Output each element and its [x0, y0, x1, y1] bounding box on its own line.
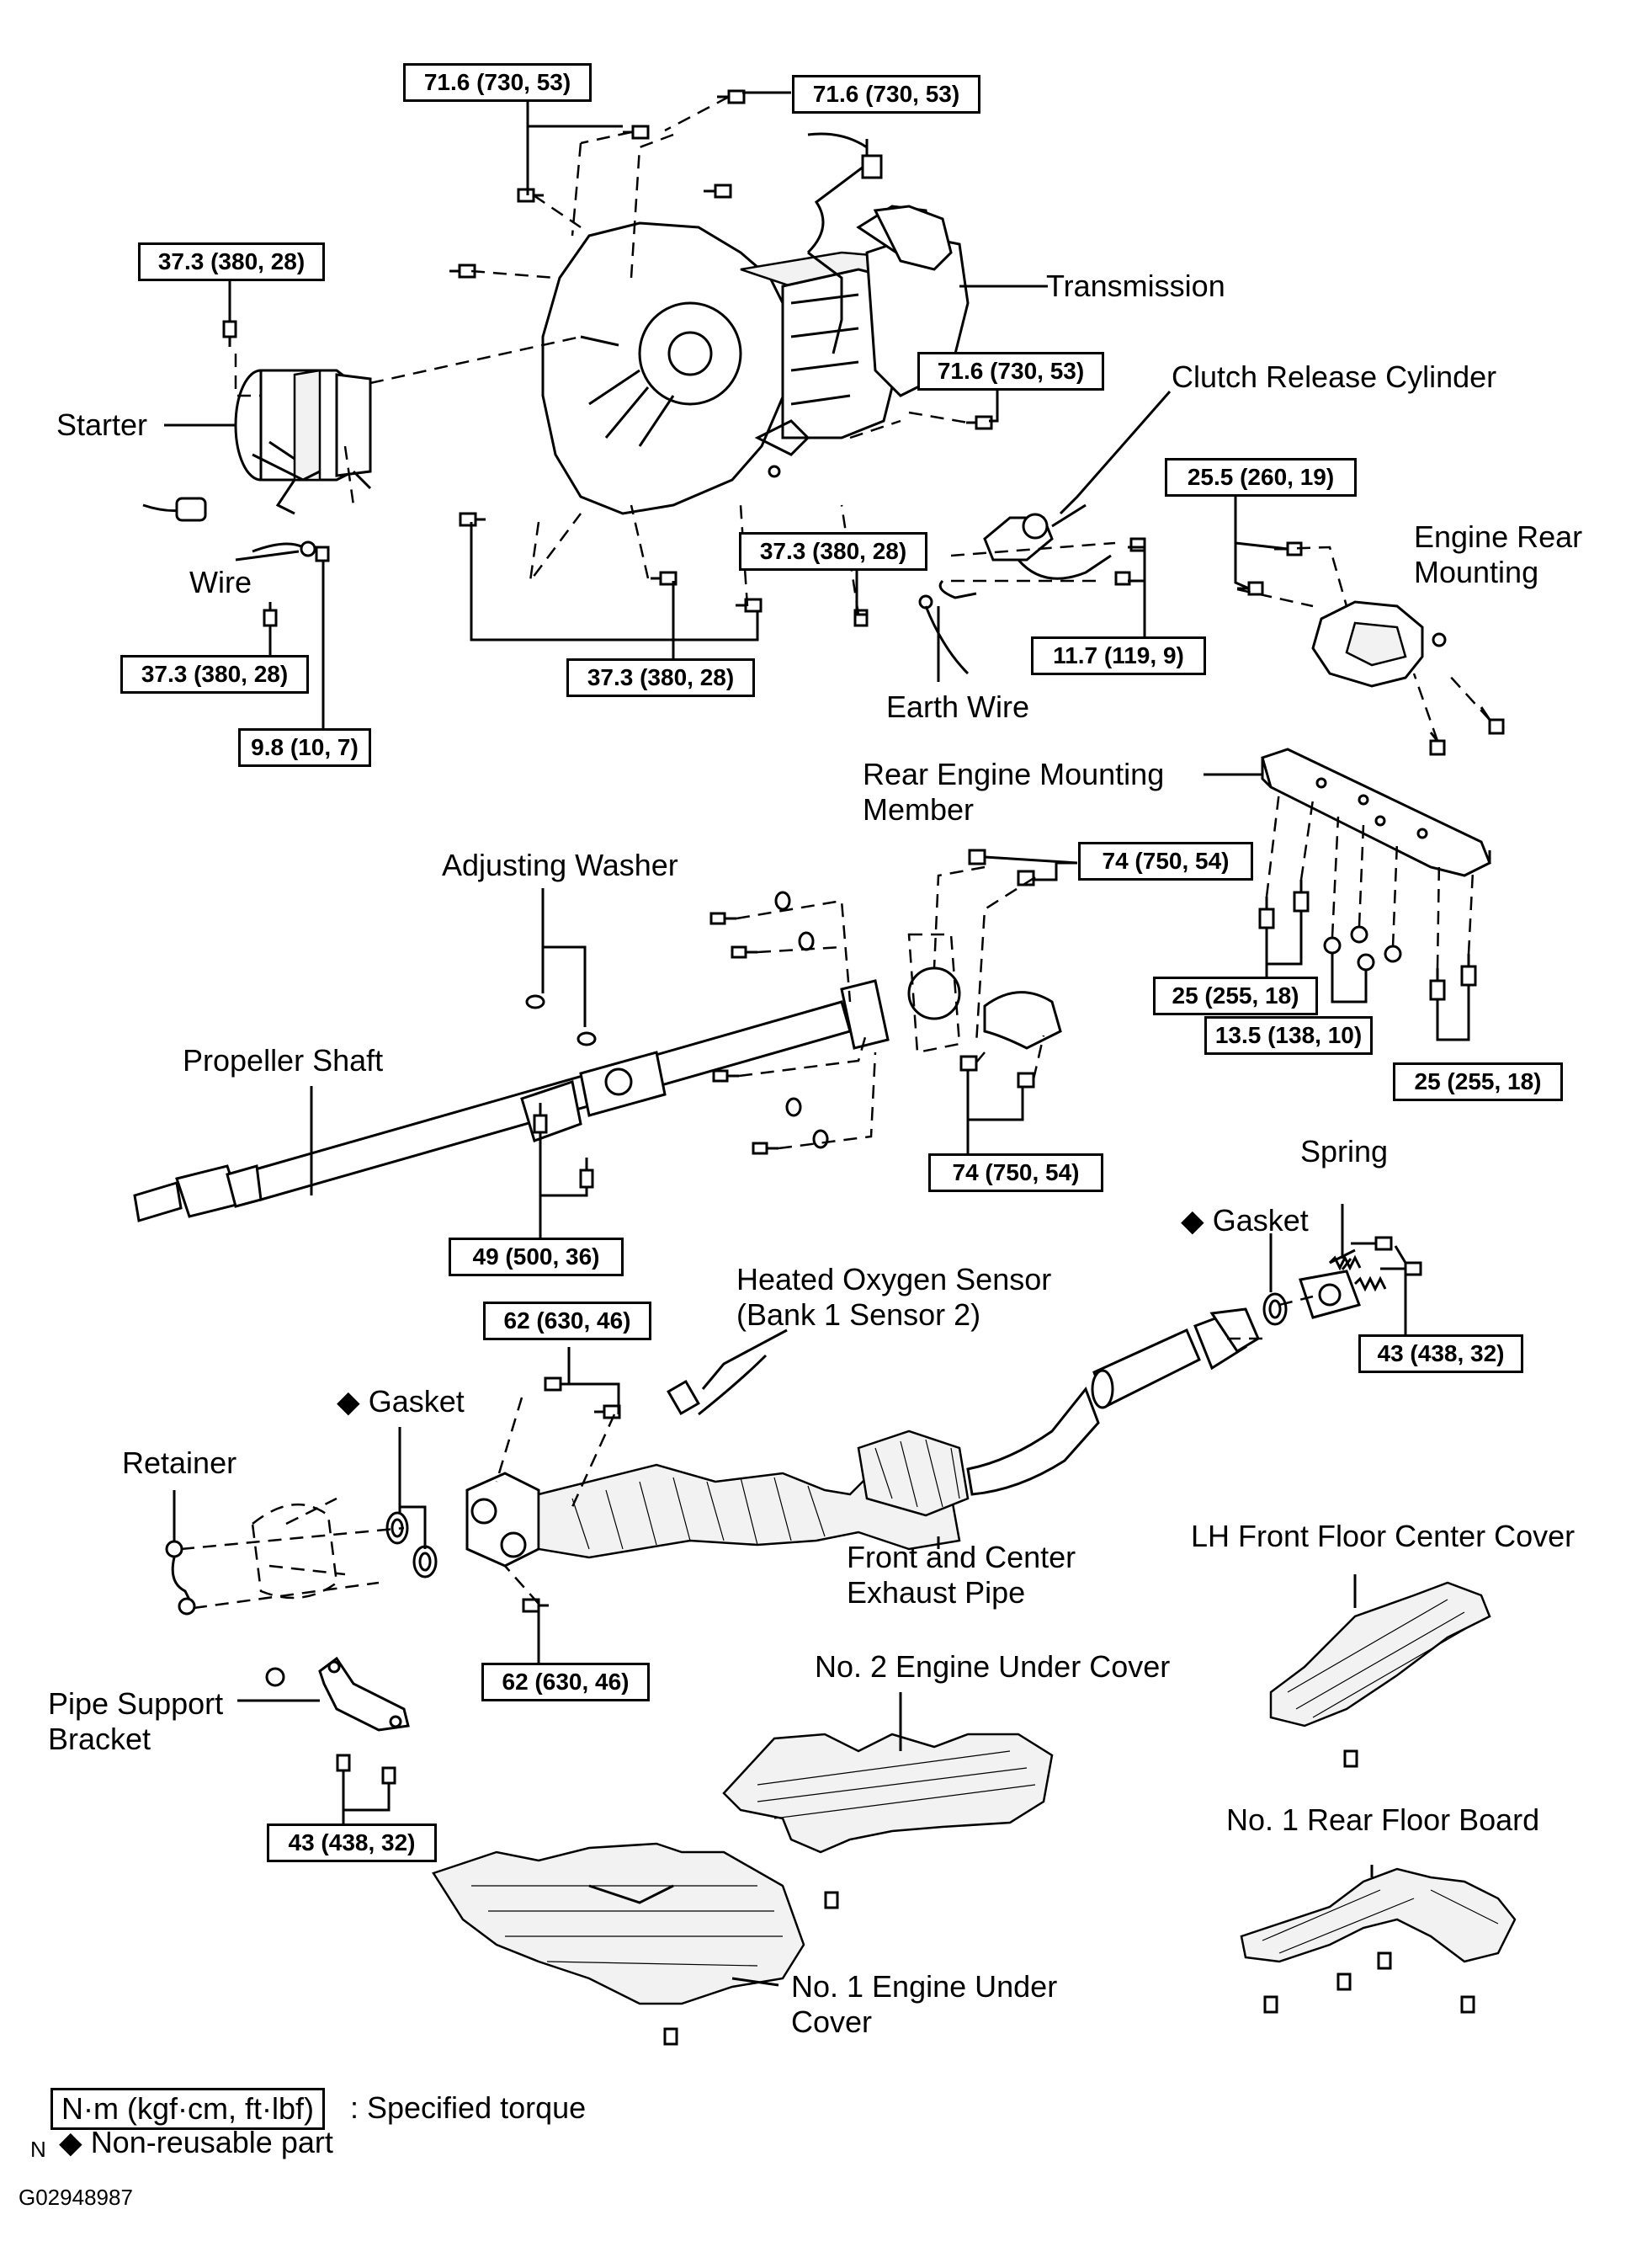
propeller-shaft-drawing	[133, 933, 1062, 1222]
torque-top-right: 71.6 (730, 53)	[792, 75, 980, 114]
legend-non-reusable: ◆Non-reusable part	[59, 2125, 333, 2159]
label-rear-engine-mounting-member-1: Rear Engine Mounting	[863, 757, 1165, 791]
legend-unit-box: N·m (kgf·cm, ft·lbf)	[50, 2088, 325, 2130]
torque-member-bottom: 74 (750, 54)	[928, 1153, 1103, 1192]
torque-starter-bottom: 37.3 (380, 28)	[120, 655, 309, 694]
label-front-center-exhaust-pipe-2: Exhaust Pipe	[847, 1575, 1026, 1610]
torque-pipe-support-bracket: 43 (438, 32)	[267, 1823, 437, 1862]
label-starter: Starter	[56, 407, 148, 442]
label-no1-engine-under-cover-2: Cover	[791, 2004, 873, 2039]
exhaust-pipe-drawing	[465, 1307, 1260, 1568]
label-no1-engine-under-cover-1: No. 1 Engine Under	[791, 1969, 1058, 2004]
no1-rear-floor-board-drawing	[1240, 1867, 1517, 1963]
label-engine-rear-mounting-2: Mounting	[1414, 555, 1539, 589]
torque-member-c: 25 (255, 18)	[1393, 1062, 1563, 1101]
rear-engine-mounting-member-drawing	[1261, 748, 1491, 877]
assembly-dashed-lines	[180, 95, 1490, 1610]
transmission-drawing	[541, 132, 970, 515]
label-gasket-right: ◆Gasket	[1181, 1203, 1309, 1238]
figure-id: G02948987	[19, 2185, 133, 2210]
label-transmission: Transmission	[1046, 269, 1225, 303]
label-wire: Wire	[189, 565, 252, 599]
torque-propeller-shaft: 49 (500, 36)	[449, 1238, 624, 1276]
starter-drawing	[142, 369, 372, 557]
torque-wire: 9.8 (10, 7)	[238, 728, 371, 767]
label-heated-oxygen-sensor-2: (Bank 1 Sensor 2)	[736, 1297, 981, 1332]
torque-engine-mount: 25.5 (260, 19)	[1165, 458, 1357, 497]
no1-engine-under-cover-drawing	[432, 1842, 805, 2005]
torque-member-top: 74 (750, 54)	[1078, 842, 1253, 881]
legend-unit-description: : Specified torque	[350, 2090, 587, 2125]
label-lh-front-floor-center-cover: LH Front Floor Center Cover	[1191, 1519, 1576, 1553]
pipe-support-bracket-drawing	[265, 1656, 410, 1732]
label-heated-oxygen-sensor-1: Heated Oxygen Sensor	[736, 1262, 1052, 1296]
label-engine-rear-mounting-1: Engine Rear	[1414, 519, 1583, 554]
label-retainer: Retainer	[122, 1445, 237, 1480]
label-gasket-left: ◆Gasket	[337, 1384, 465, 1419]
label-propeller-shaft: Propeller Shaft	[183, 1043, 384, 1078]
torque-transmission-bottom: 37.3 (380, 28)	[566, 658, 755, 697]
torque-member-a: 25 (255, 18)	[1153, 977, 1318, 1015]
leader-lines	[164, 91, 1470, 1987]
torque-member-b: 13.5 (138, 10)	[1204, 1016, 1373, 1055]
non-reusable-diamond-icon: ◆	[1181, 1203, 1204, 1238]
torque-clutch-right: 11.7 (119, 9)	[1031, 636, 1206, 675]
torque-top-left: 71.6 (730, 53)	[403, 63, 592, 102]
lh-front-floor-center-cover-drawing	[1269, 1581, 1491, 1728]
label-no1-rear-floor-board: No. 1 Rear Floor Board	[1226, 1802, 1540, 1837]
engine-rear-mounting-drawing	[1311, 600, 1447, 688]
label-clutch-release-cylinder: Clutch Release Cylinder	[1172, 359, 1497, 394]
torque-spring: 43 (438, 32)	[1358, 1334, 1523, 1373]
legend-n-mark: N	[30, 2137, 46, 2162]
torque-starter-top: 37.3 (380, 28)	[138, 242, 325, 281]
clutch-release-cylinder-drawing	[918, 503, 1112, 675]
label-no2-engine-under-cover: No. 2 Engine Under Cover	[815, 1649, 1171, 1684]
retainer-drawing	[165, 1497, 346, 1616]
label-pipe-support-bracket-1: Pipe Support	[48, 1686, 224, 1721]
label-front-center-exhaust-pipe-1: Front and Center	[847, 1540, 1076, 1574]
label-earth-wire: Earth Wire	[886, 689, 1030, 724]
label-adjusting-washer: Adjusting Washer	[442, 848, 678, 882]
torque-clutch-left: 37.3 (380, 28)	[739, 532, 927, 571]
no2-engine-under-cover-drawing	[722, 1733, 1054, 1854]
non-reusable-diamond-icon: ◆	[59, 2125, 82, 2159]
label-rear-engine-mounting-member-2: Member	[863, 792, 975, 827]
non-reusable-diamond-icon: ◆	[337, 1384, 360, 1419]
torque-pipe-bottom: 62 (630, 46)	[481, 1663, 650, 1701]
label-pipe-support-bracket-2: Bracket	[48, 1722, 151, 1756]
label-spring: Spring	[1300, 1134, 1389, 1169]
torque-transmission-side: 71.6 (730, 53)	[917, 352, 1104, 391]
torque-pipe-top: 62 (630, 46)	[483, 1302, 651, 1340]
